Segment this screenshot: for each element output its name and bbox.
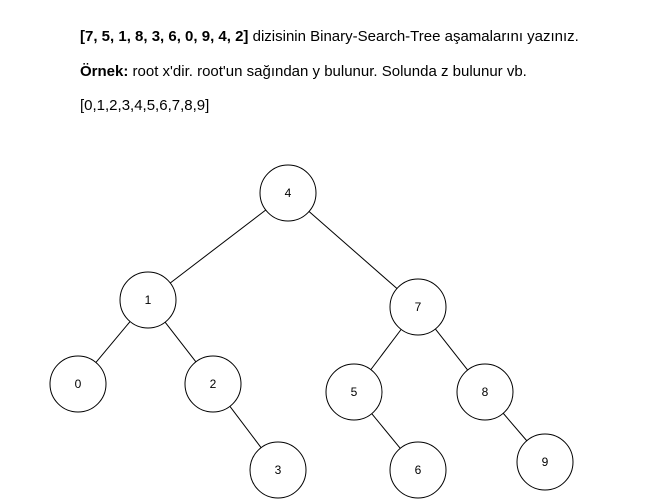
tree-node: 7 [389, 278, 447, 336]
node-label: 9 [542, 455, 549, 469]
example-text: root x'dir. root'un sağından y bulunur. … [128, 63, 527, 80]
tree-node: 4 [259, 164, 317, 222]
sorted-array: [0,1,2,3,4,5,6,7,8,9] [80, 97, 210, 114]
example-line: Örnek: root x'dir. root'un sağından y bu… [80, 63, 527, 80]
tree-node: 1 [119, 271, 177, 329]
node-label: 7 [415, 300, 422, 314]
tree-edge [229, 406, 262, 448]
node-label: 0 [75, 377, 82, 391]
node-label: 1 [145, 293, 152, 307]
node-circle [516, 433, 574, 491]
node-circle [184, 355, 242, 413]
node-circle [259, 164, 317, 222]
node-label: 2 [210, 377, 217, 391]
node-circle [49, 355, 107, 413]
tree-node: 8 [456, 363, 514, 421]
node-label: 6 [415, 463, 422, 477]
example-label: Örnek: [80, 63, 129, 80]
tree-edge [164, 321, 197, 363]
tree-node: 0 [49, 355, 107, 413]
node-circle [389, 278, 447, 336]
node-circle [249, 441, 307, 499]
node-circle [456, 363, 514, 421]
node-label: 8 [482, 385, 489, 399]
array-text: [7, 5, 1, 8, 3, 6, 0, 9, 4, 2] [80, 28, 249, 45]
tree-node: 6 [389, 441, 447, 499]
tree-edge [370, 329, 402, 370]
tree-node: 2 [184, 355, 242, 413]
tree-edge [95, 321, 131, 363]
task-text: dizisinin Binary-Search-Tree aşamalarını… [248, 28, 579, 45]
node-label: 5 [351, 385, 358, 399]
tree-edge [169, 209, 267, 284]
node-circle [119, 271, 177, 329]
tree-edge [434, 328, 469, 371]
node-circle [389, 441, 447, 499]
tree-node: 3 [249, 441, 307, 499]
node-circle [325, 363, 383, 421]
node-label: 4 [285, 186, 292, 200]
tree-node: 5 [325, 363, 383, 421]
task-line: [7, 5, 1, 8, 3, 6, 0, 9, 4, 2] dizisinin… [80, 28, 579, 45]
node-label: 3 [275, 463, 282, 477]
tree-edge [371, 413, 401, 449]
tree-node: 9 [516, 433, 574, 491]
tree-edge [502, 412, 528, 442]
tree-edge [308, 211, 398, 289]
